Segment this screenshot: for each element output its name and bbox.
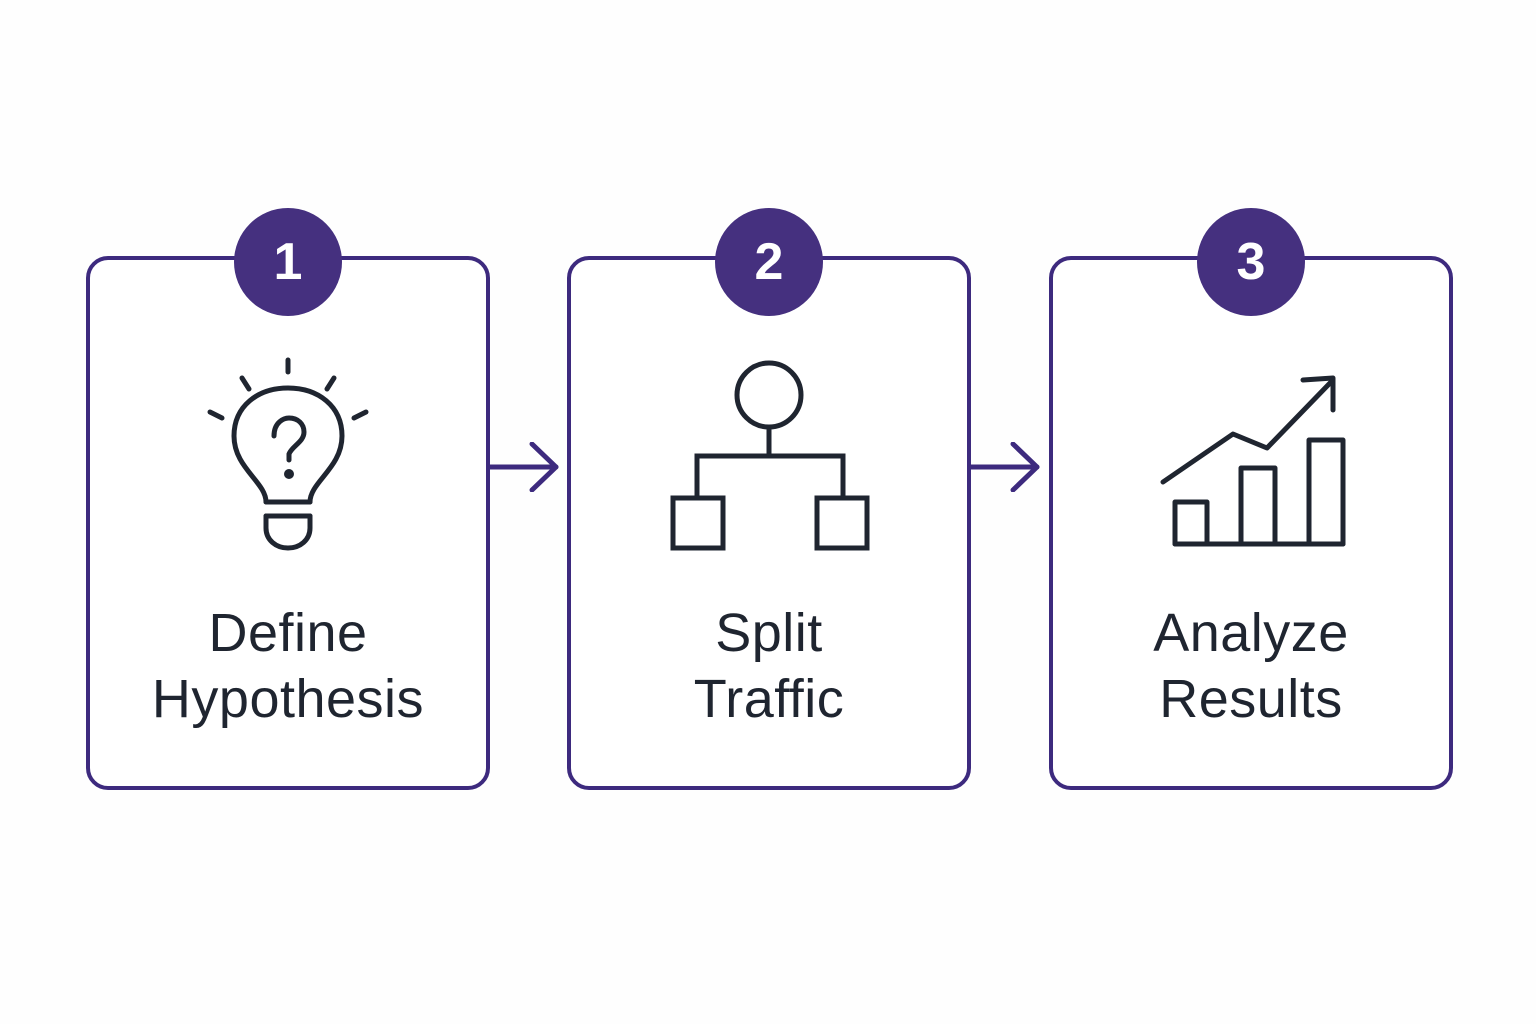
step-number-badge: 3 <box>1197 208 1305 316</box>
step-title-line2: Traffic <box>693 669 845 729</box>
step-title-line2: Hypothesis <box>151 669 425 729</box>
step-number-badge: 2 <box>715 208 823 316</box>
lightbulb-question-icon <box>90 350 486 560</box>
step-number-badge: 1 <box>234 208 342 316</box>
step-title-line1: Split <box>715 603 823 663</box>
step-card-split-traffic: 2 Split Traffic <box>567 208 971 790</box>
step-card-analyze-results: 3 Analyze Results <box>1049 208 1453 790</box>
split-tree-icon <box>571 350 967 560</box>
step-title: Define Hypothesis <box>90 600 486 732</box>
arrow-right-icon <box>964 441 1049 493</box>
step-title-line1: Analyze <box>1153 603 1349 663</box>
bar-chart-trend-icon <box>1053 350 1449 560</box>
step-title-line1: Define <box>208 603 368 663</box>
step-card-define-hypothesis: 1 Define Hypothesis <box>86 208 490 790</box>
step-title: Split Traffic <box>571 600 967 732</box>
step-title: Analyze Results <box>1053 600 1449 732</box>
step-title-line2: Results <box>1159 669 1343 729</box>
arrow-right-icon <box>483 441 568 493</box>
